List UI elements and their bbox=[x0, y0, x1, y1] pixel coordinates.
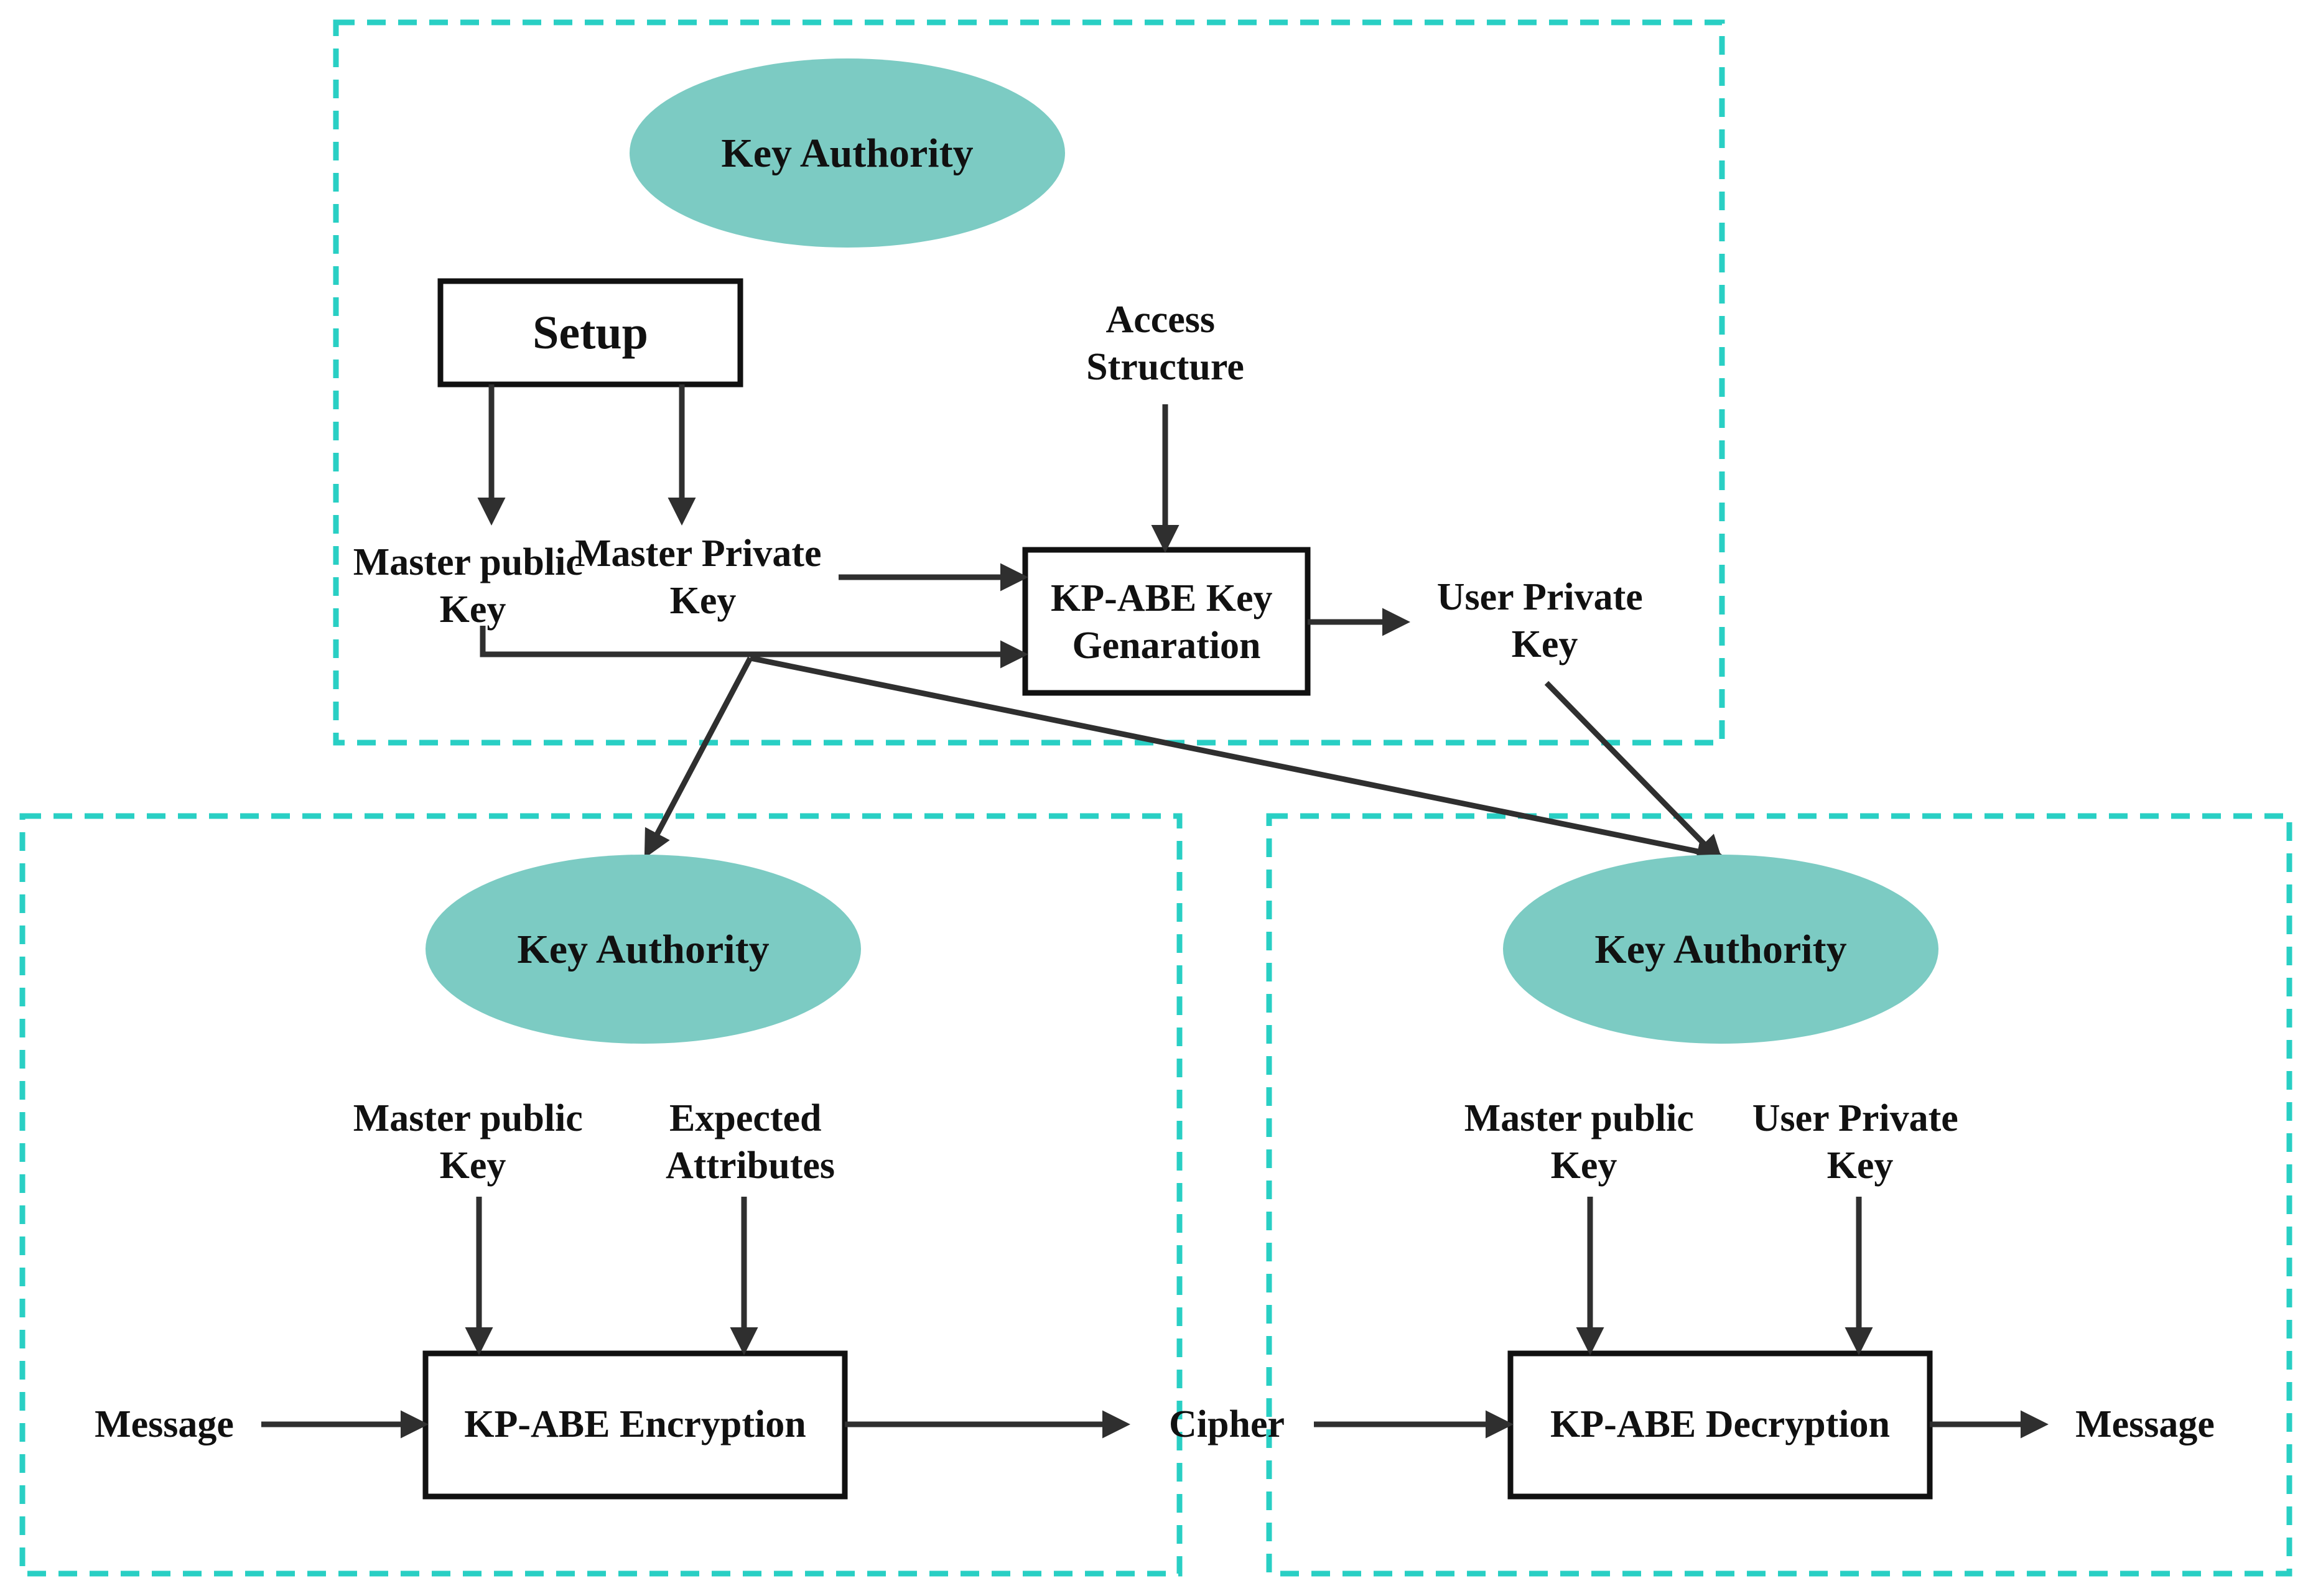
master-public-key-label-top: Master public Key bbox=[353, 541, 593, 631]
key-authority-region bbox=[333, 19, 1725, 746]
expected-attributes-label: Expected Attributes bbox=[666, 1097, 835, 1187]
decryption-box bbox=[1507, 1350, 1933, 1500]
master-public-key-to-decryption-arrow bbox=[750, 655, 1725, 865]
keygen-box bbox=[1022, 547, 1311, 696]
key-authority-ellipse-top bbox=[630, 58, 1065, 248]
master-private-key-label-top: Master Private Key bbox=[575, 532, 831, 622]
encryption-region bbox=[19, 813, 1183, 1577]
user-private-key-to-decryption-arrow bbox=[1544, 680, 1724, 864]
setup-box bbox=[437, 278, 743, 387]
key-authority-label-encryption: Key Authority bbox=[517, 927, 769, 972]
master-public-key-label-encryption: Master public Key bbox=[353, 1097, 593, 1187]
master-public-key-to-encryption-arrow bbox=[644, 656, 753, 858]
cipher-label: Cipher bbox=[1169, 1403, 1285, 1445]
key-authority-label-decryption: Key Authority bbox=[1594, 927, 1846, 972]
access-structure-label: Access Structure bbox=[1086, 299, 1244, 388]
message-input-label: Message bbox=[95, 1403, 234, 1445]
key-authority-ellipse-encryption bbox=[426, 855, 861, 1044]
decryption-label: KP-ABE Decryption bbox=[1550, 1403, 1890, 1445]
user-private-key-label-top: User Private Key bbox=[1437, 576, 1653, 666]
user-private-key-label-decryption: User Private Key bbox=[1752, 1097, 1968, 1187]
setup-label: Setup bbox=[533, 307, 648, 359]
message-output-label: Message bbox=[2075, 1403, 2215, 1445]
decryption-region bbox=[1266, 813, 2292, 1577]
key-authority-ellipse-decryption bbox=[1503, 855, 1938, 1044]
encryption-label: KP-ABE Encryption bbox=[464, 1403, 806, 1445]
keygen-label: KP-ABE Key Genaration bbox=[1051, 577, 1282, 667]
master-public-to-keygen-arrow bbox=[480, 626, 1028, 669]
key-authority-label-top: Key Authority bbox=[721, 131, 973, 176]
master-public-key-label-decryption: Master public Key bbox=[1464, 1097, 1704, 1187]
